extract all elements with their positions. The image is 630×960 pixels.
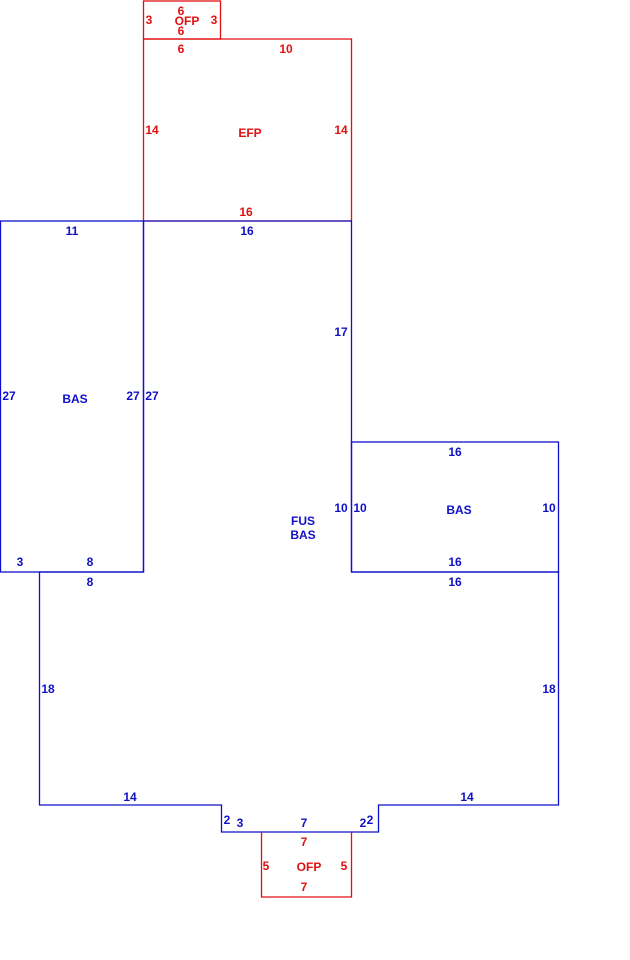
ofp-bottom-outline [260,832,353,898]
bas-right-area: 16 10 10 16 BAS [350,441,560,573]
main-dim-step-right-run: 2 [360,816,367,830]
bas-right-dim-left: 10 [353,501,367,515]
bas-left-outline [0,220,145,573]
main-dim-step-right: 2 [367,813,374,827]
bas-left-dim-bottom-left: 3 [17,555,24,569]
main-dim-step-left-run: 3 [237,816,244,830]
main-dim-step-bottom: 7 [301,816,308,830]
bas-left-dim-bottom-right: 8 [87,555,94,569]
ofp-top-dim-left: 3 [146,13,153,27]
efp-dim-left: 14 [145,123,159,137]
main-dim-right-upper: 17 [334,325,348,339]
main-dim-notch-top: 8 [87,575,94,589]
ofp-top-label: OFP [175,14,200,28]
ofp-top-dim-top: 6 [178,4,185,18]
ofp-top-dim-right: 3 [211,13,218,27]
ofp-bottom-dim-left: 5 [263,859,270,873]
efp-outline [142,38,353,221]
bas-right-dim-right: 10 [542,501,556,515]
bas-left-dim-top: 11 [66,224,79,238]
ofp-bottom-dim-bottom: 7 [301,880,308,894]
bas-right-outline [350,441,560,573]
main-label-lower: BAS [290,528,315,542]
bas-left-area: 11 27 27 27 3 8 BAS [0,220,159,573]
main-dim-right-mid: 10 [334,501,348,515]
bas-left-dim-left: 27 [2,389,16,403]
main-area: 16 17 10 8 18 14 2 3 7 2 14 16 18 2 FUS … [38,220,560,833]
ofp-top-dim-bottom: 6 [178,24,185,38]
efp-dim-right: 14 [334,123,348,137]
main-dim-top: 16 [240,224,254,238]
bas-right-dim-bottom: 16 [448,555,462,569]
main-dim-right-lower: 18 [542,682,556,696]
main-label-upper: FUS [291,514,315,528]
bas-left-dim-right: 27 [126,389,140,403]
efp-dim-top-right: 10 [279,42,293,56]
ofp-bottom-dim-right: 5 [341,859,348,873]
efp-dim-top-left: 6 [178,42,185,56]
main-dim-left-upper: 27 [145,389,159,403]
bas-right-dim-top: 16 [448,445,462,459]
ofp-bottom-label: OFP [297,860,322,874]
bas-left-label: BAS [62,392,87,406]
ofp-top-area: 6 6 3 3 OFP [142,0,222,40]
main-dim-step-left: 2 [224,813,231,827]
ofp-bottom-area: 7 5 5 7 OFP [260,832,353,898]
main-dim-bottom-left: 14 [123,790,137,804]
efp-dim-bottom: 16 [239,205,253,219]
main-dim-bottom-right: 14 [460,790,474,804]
ofp-bottom-dim-top: 7 [301,835,308,849]
efp-label: EFP [238,126,261,140]
efp-area: 6 10 14 14 16 EFP [142,38,353,222]
main-dim-right-notch: 16 [448,575,462,589]
bas-right-label: BAS [446,503,471,517]
main-dim-left: 18 [41,682,55,696]
